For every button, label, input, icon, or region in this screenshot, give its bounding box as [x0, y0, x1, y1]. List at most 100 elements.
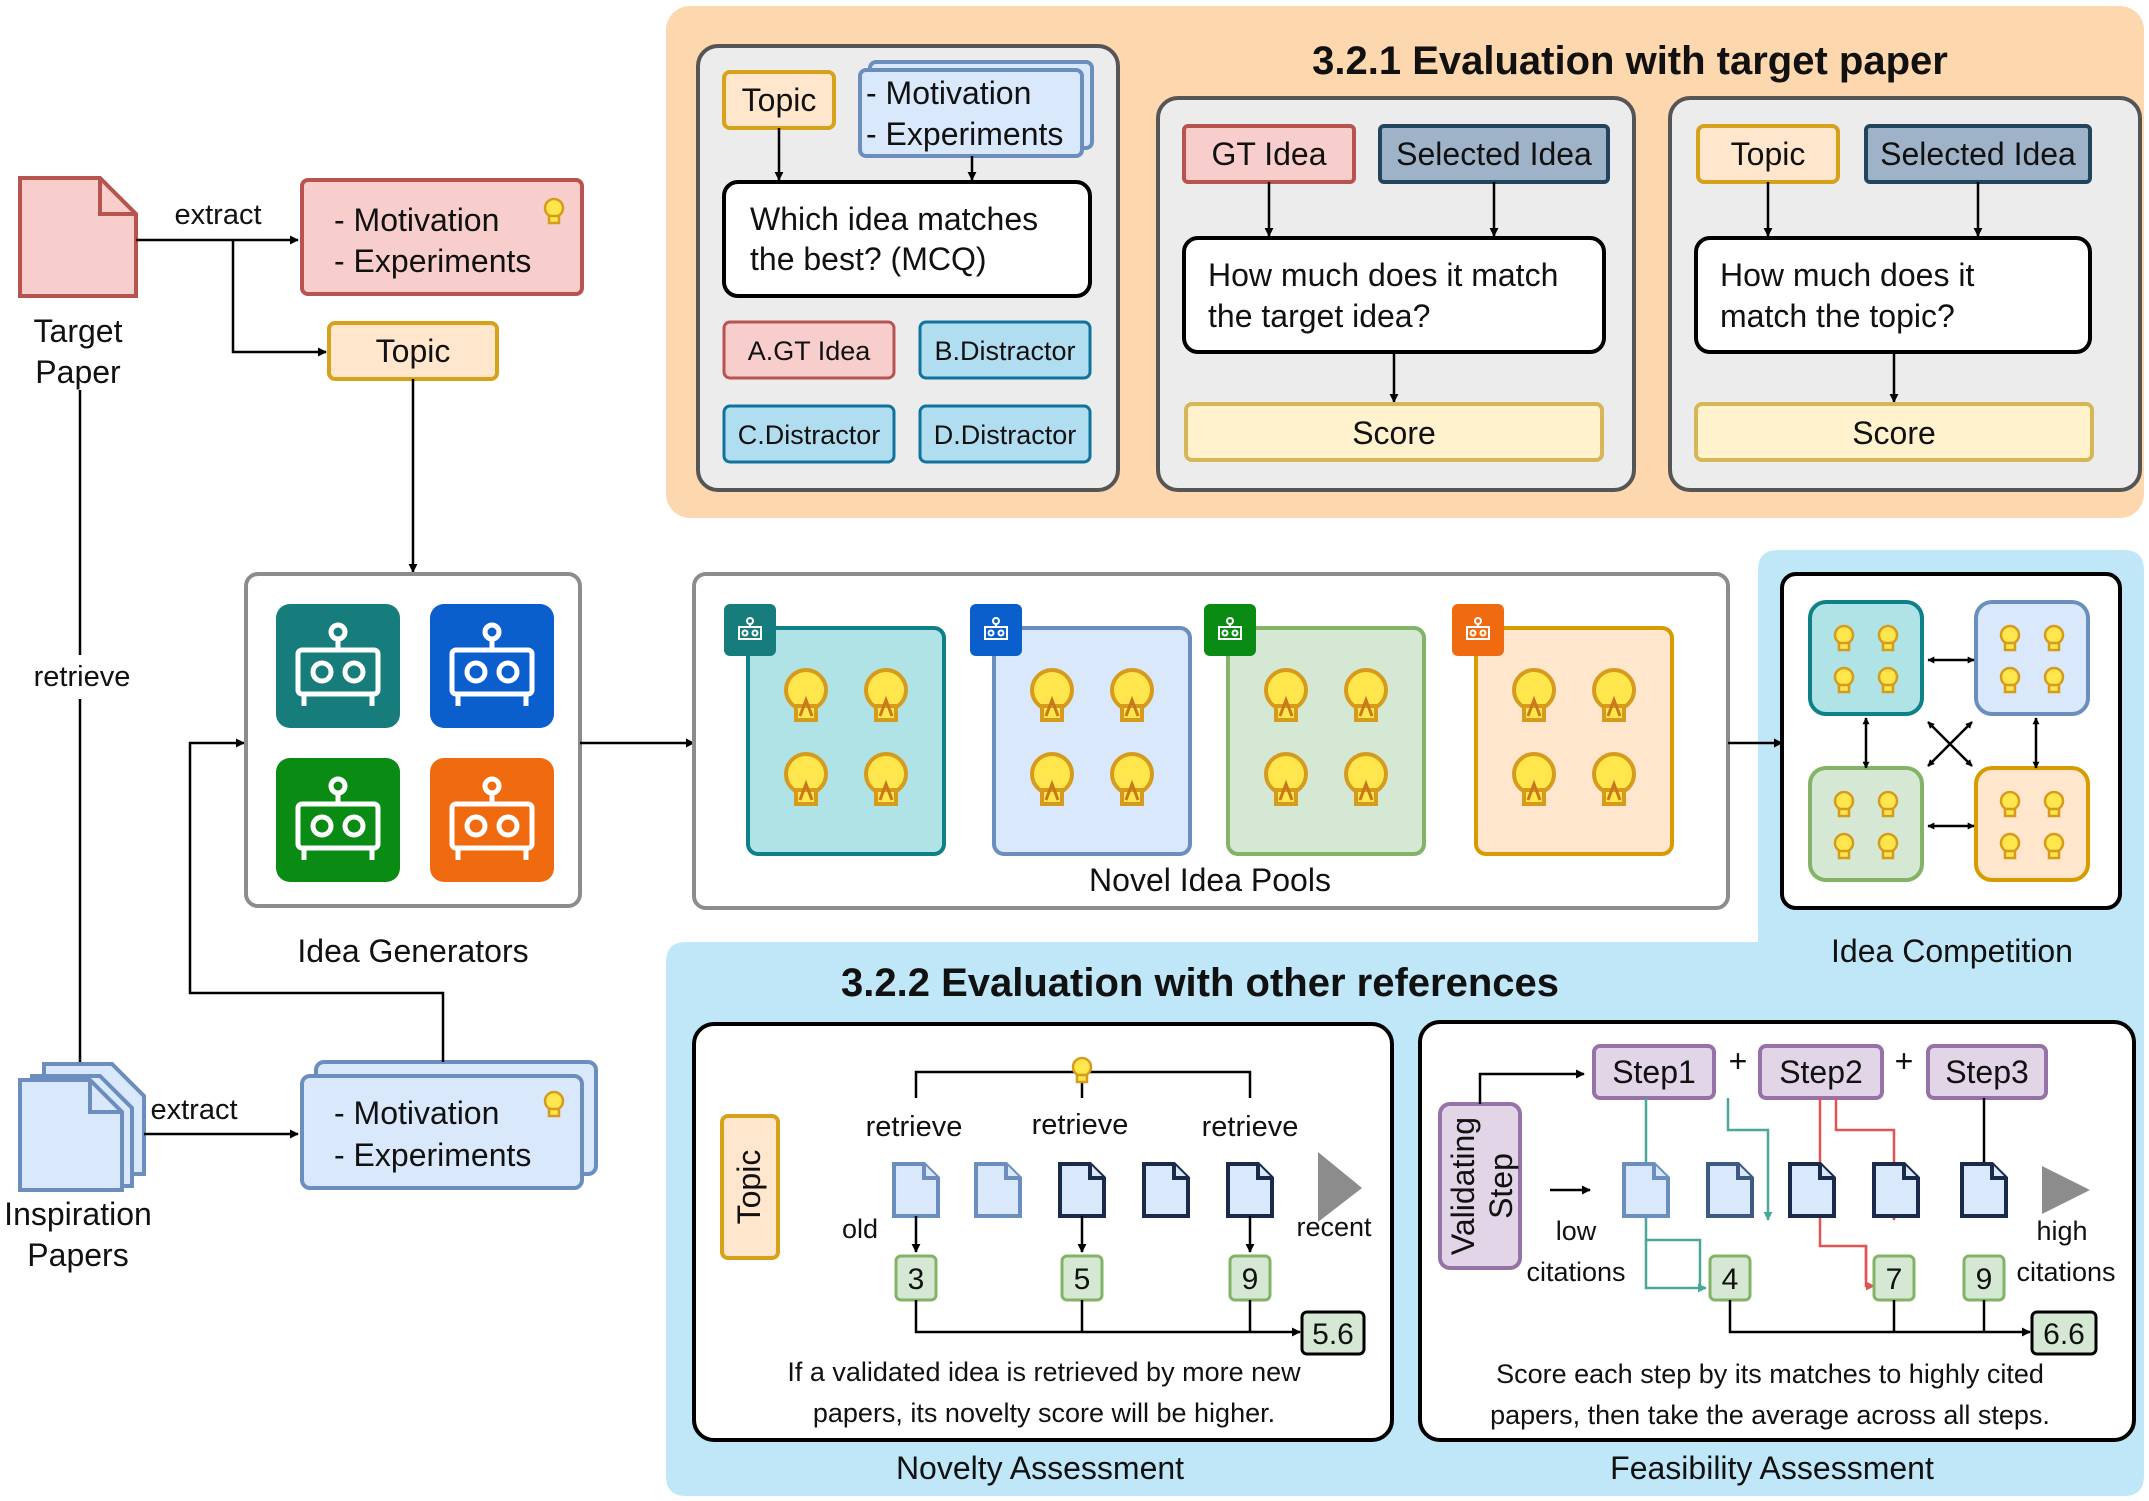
idea-pools: [724, 604, 1674, 856]
idea-pool: [970, 604, 1192, 856]
feasibility-timeline-head: [2042, 1166, 2090, 1214]
mcq-option-c-label: C.Distractor: [738, 420, 881, 450]
paper-icon: [1872, 1162, 1920, 1218]
novelty-retrieve-1: retrieve: [866, 1111, 963, 1143]
feasibility-caption: Feasibility Assessment: [1610, 1450, 1934, 1486]
score-value: 5: [1074, 1263, 1091, 1296]
paper-icon: [1706, 1162, 1754, 1218]
novelty-note-line2: papers, its novelty score will be higher…: [813, 1398, 1275, 1428]
mcq-info-box: [858, 60, 1094, 158]
competition-pool: [1974, 600, 2090, 716]
eval1-title: 3.2.1 Evaluation with target paper: [1312, 39, 1948, 83]
match-topic-score-label: Score: [1852, 415, 1936, 451]
validating-step-line2: Step: [1483, 1153, 1519, 1219]
generator-robot-tile: [430, 604, 554, 728]
high-citations-line1: high: [2036, 1216, 2087, 1246]
idea-pool: [724, 604, 946, 856]
generator-robot-tile: [276, 758, 400, 882]
paper-icon: [1960, 1162, 2008, 1218]
score-value: 7: [1886, 1263, 1903, 1296]
novelty-sum-connectors: [1080, 1300, 1252, 1332]
inspiration-experiments: - Experiments: [334, 1137, 531, 1173]
mcq-motivation: - Motivation: [866, 75, 1031, 111]
mcq-question-line1: Which idea matches: [750, 201, 1038, 237]
mcq-option-d-label: D.Distractor: [934, 420, 1077, 450]
gt-idea-label: GT Idea: [1211, 136, 1326, 172]
eval2-title: 3.2.2 Evaluation with other references: [841, 961, 1559, 1005]
generator-robot-tile: [430, 758, 554, 882]
high-citations-line2: citations: [2016, 1257, 2115, 1287]
feasibility-scores: 4 7 9: [1708, 1254, 2006, 1302]
feasibility-note-line2: papers, then take the average across all…: [1490, 1400, 2050, 1430]
mcq-option-b-label: B.Distractor: [934, 336, 1075, 366]
paper-icon: [1226, 1162, 1274, 1218]
mcq-question-box: [722, 180, 1092, 298]
feasibility-sum-connectors: [1892, 1300, 1986, 1332]
competition-pool: [1808, 600, 1924, 716]
generator-robot-tile: [276, 604, 400, 728]
mcq-option-b: [918, 320, 1092, 380]
competition-arrows: [1862, 656, 2040, 830]
match-target-score-label: Score: [1352, 415, 1436, 451]
robot-badge: [724, 604, 776, 656]
feasibility-note-line1: Score each step by its matches to highly…: [1496, 1359, 2044, 1389]
idea-pools-caption: Novel Idea Pools: [1089, 862, 1331, 898]
mcq-option-a-label: A.GT Idea: [748, 336, 872, 366]
novelty-note-line1: If a validated idea is retrieved by more…: [787, 1357, 1301, 1387]
paper-icon: [892, 1162, 940, 1218]
competition-pool: [1974, 766, 2090, 882]
robot-badge: [1204, 604, 1256, 656]
inspiration-to-generators-arrow: [188, 738, 445, 1062]
novelty-documents: [892, 1162, 1274, 1253]
match-topic-topic-label: Topic: [1731, 136, 1806, 172]
competition-pool: [1808, 766, 1924, 882]
feasibility-result-box: [2030, 1310, 2098, 1356]
step-label: Step1: [1612, 1054, 1696, 1090]
inspiration-papers-label-line2: Papers: [27, 1237, 128, 1273]
match-target-score-box: [1184, 402, 1604, 462]
novelty-topic-box: [720, 1114, 780, 1260]
mcq-option-c: [722, 404, 896, 464]
match-topic-question-box: [1694, 236, 2092, 354]
extract-label: extract: [174, 199, 261, 231]
validating-step-line1: Validating: [1445, 1117, 1481, 1255]
novelty-retrieve-3: retrieve: [1202, 1111, 1299, 1143]
paper-icon: [974, 1162, 1022, 1218]
idea-pools-panel: [692, 572, 1730, 910]
feasibility-panel: [1418, 1020, 2136, 1442]
feasibility-result: 6.6: [2043, 1318, 2085, 1351]
mcq-question-line2: the best? (MCQ): [750, 241, 987, 277]
topic-arrow: [231, 240, 327, 357]
mcq-experiments: - Experiments: [866, 116, 1063, 152]
step-label: Step2: [1779, 1054, 1863, 1090]
novelty-sum-arrow: [914, 1300, 1301, 1337]
target-paper-label-line2: Paper: [35, 354, 121, 390]
score-value: 9: [1976, 1263, 1993, 1296]
idea-competition-caption: Idea Competition: [1831, 933, 2073, 969]
target-paper-icon: [18, 176, 138, 298]
match-target-question-line2: the target idea?: [1208, 298, 1430, 334]
generator-tiles: [276, 604, 554, 882]
paper-icon: [1788, 1162, 1836, 1218]
novelty-panel: [692, 1022, 1394, 1442]
score-value: 3: [908, 1263, 925, 1296]
extract2-label: extract: [150, 1094, 237, 1126]
step-box: [1592, 1044, 1716, 1100]
step-box: [1926, 1044, 2048, 1100]
topic-box-label: Topic: [376, 333, 451, 369]
feasibility-sum-arrow: [1728, 1300, 2031, 1337]
novelty-timeline-head: [1318, 1152, 1362, 1222]
inspiration-info-box: [300, 1060, 598, 1190]
target-paper-label-line1: Target: [34, 313, 123, 349]
extracted-experiments: - Experiments: [334, 243, 531, 279]
idea-generators-caption: Idea Generators: [297, 933, 528, 969]
idea-pool: [1452, 604, 1674, 856]
paper-icon: [1142, 1162, 1190, 1218]
score-value: 4: [1722, 1263, 1739, 1296]
mcq-option-a: [722, 320, 896, 380]
step-label: Step3: [1945, 1054, 2029, 1090]
low-citations-line2: citations: [1526, 1257, 1625, 1287]
